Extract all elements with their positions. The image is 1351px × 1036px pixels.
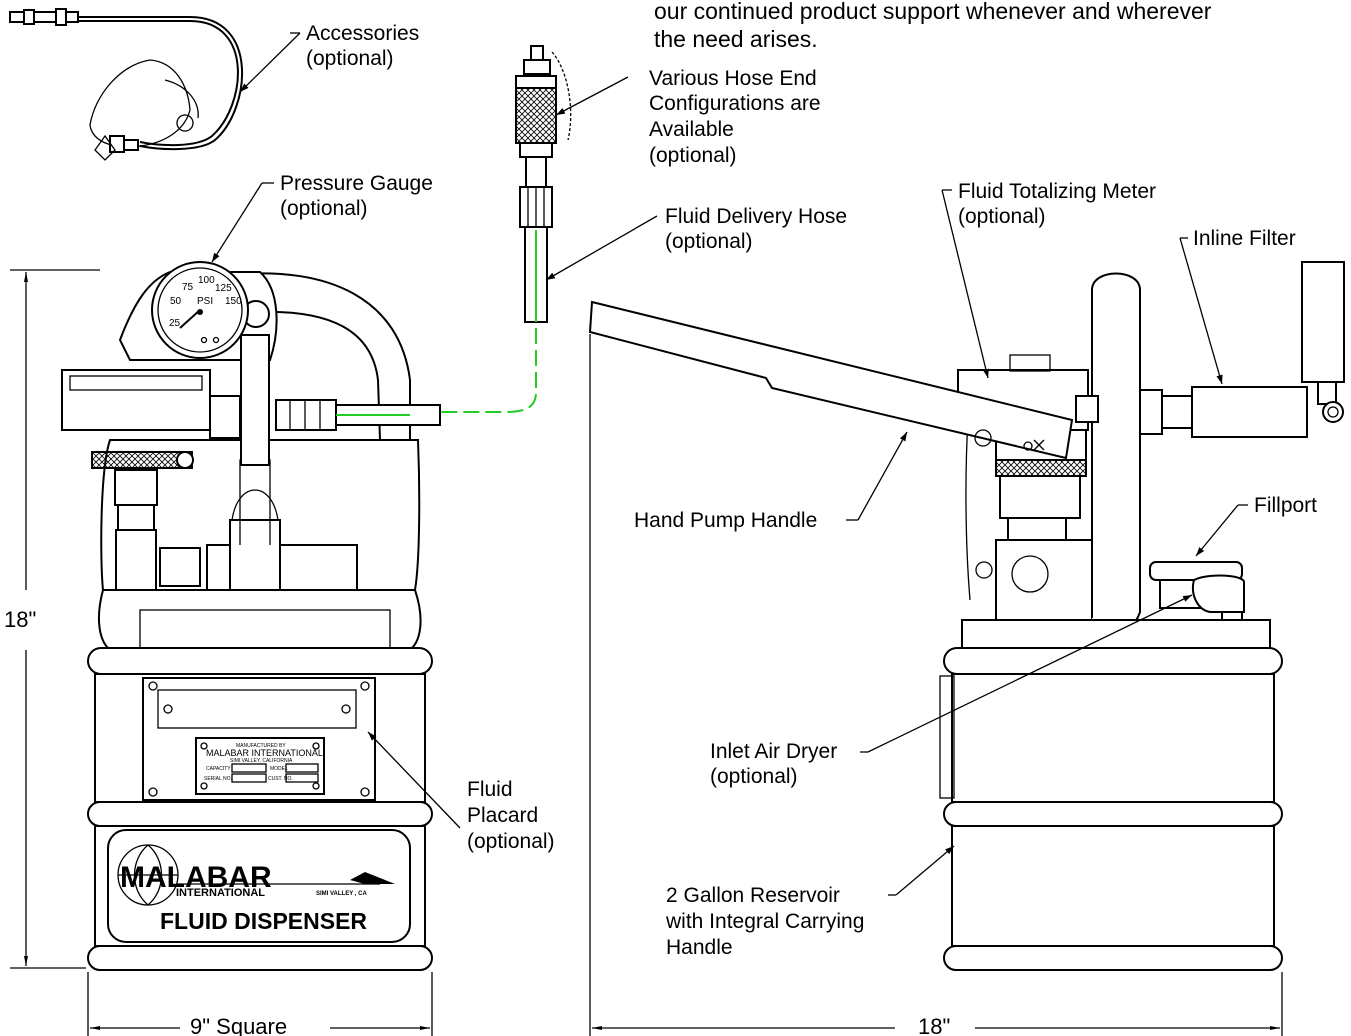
brand-panel: MALABAR INTERNATIONAL SIMI VALLEY , CA F…	[107, 829, 411, 943]
label-fluid-placard-3: (optional)	[467, 830, 555, 853]
nameplate-serial-label: SERIAL NO.	[204, 776, 232, 782]
nameplate-cust-label: CUST. NO.	[268, 776, 293, 782]
nameplate-model-label: MODEL	[270, 766, 288, 772]
delivery-hose-path	[440, 328, 537, 413]
label-pressure-gauge-2: (optional)	[280, 197, 368, 220]
label-air-dryer-1: Inlet Air Dryer	[710, 740, 837, 763]
dimension-height: 18"	[4, 607, 36, 632]
label-accessories-1: Accessories	[306, 22, 419, 45]
brand-sub: INTERNATIONAL	[176, 887, 265, 899]
label-reservoir-2: with Integral Carrying	[665, 910, 864, 933]
brand-product: FLUID DISPENSER	[160, 908, 367, 934]
dimension-length: 18"	[918, 1014, 950, 1036]
gauge-tick-100: 100	[198, 275, 215, 286]
brand-name: MALABAR	[120, 861, 272, 894]
label-accessories-2: (optional)	[306, 47, 394, 70]
label-pressure-gauge-1: Pressure Gauge	[280, 172, 433, 195]
label-reservoir-3: Handle	[666, 936, 733, 959]
label-hose-ends-2: Configurations are	[649, 92, 821, 115]
dimension-lines	[10, 269, 1283, 1036]
nameplate: MANUFACTURED BY MALABAR INTERNATIONAL SI…	[195, 737, 325, 795]
gauge-tick-50: 50	[170, 296, 182, 307]
label-fillport: Fillport	[1254, 494, 1317, 517]
intro-line-1: our continued product support whenever a…	[654, 0, 1212, 24]
label-fluid-placard-2: Placard	[467, 804, 538, 827]
gauge-unit: PSI	[197, 296, 213, 307]
gauge-tick-25: 25	[169, 318, 181, 329]
label-hand-pump-handle: Hand Pump Handle	[634, 509, 817, 532]
label-hose-ends-3: Available	[649, 118, 734, 141]
label-reservoir-1: 2 Gallon Reservoir	[666, 884, 840, 907]
brand-jet-icon	[350, 872, 395, 884]
label-delivery-hose-1: Fluid Delivery Hose	[665, 205, 847, 228]
nameplate-company: MALABAR INTERNATIONAL	[206, 748, 323, 758]
label-air-dryer-2: (optional)	[710, 765, 798, 788]
accessory-hose-drawing	[9, 8, 244, 161]
label-fluid-placard-1: Fluid	[467, 778, 513, 801]
nameplate-location: SIMI VALLEY, CALIFORNIA	[230, 758, 293, 764]
hose-end-drawing	[515, 45, 572, 323]
label-totalizing-meter-2: (optional)	[958, 205, 1046, 228]
hand-pump-handle	[588, 300, 1074, 460]
label-hose-ends-1: Various Hose End	[649, 67, 817, 90]
nameplate-capacity-label: CAPACITY	[206, 766, 231, 772]
label-hose-ends-4: (optional)	[649, 144, 737, 167]
pressure-gauge: 25 50 75 100 125 150 PSI	[151, 261, 249, 359]
leader-lines	[211, 32, 1248, 896]
side-view-unit	[939, 261, 1345, 971]
gauge-tick-125: 125	[215, 283, 232, 294]
brand-location: SIMI VALLEY , CA	[316, 891, 367, 897]
nameplate-manufactured-by: MANUFACTURED BY	[236, 743, 286, 749]
gauge-tick-75: 75	[182, 282, 194, 293]
label-inline-filter: Inline Filter	[1193, 227, 1296, 250]
intro-line-2: the need arises.	[654, 26, 818, 52]
label-delivery-hose-2: (optional)	[665, 230, 753, 253]
dimension-width-square: 9" Square	[190, 1014, 287, 1036]
label-totalizing-meter-1: Fluid Totalizing Meter	[958, 180, 1156, 203]
gauge-tick-150: 150	[225, 296, 242, 307]
